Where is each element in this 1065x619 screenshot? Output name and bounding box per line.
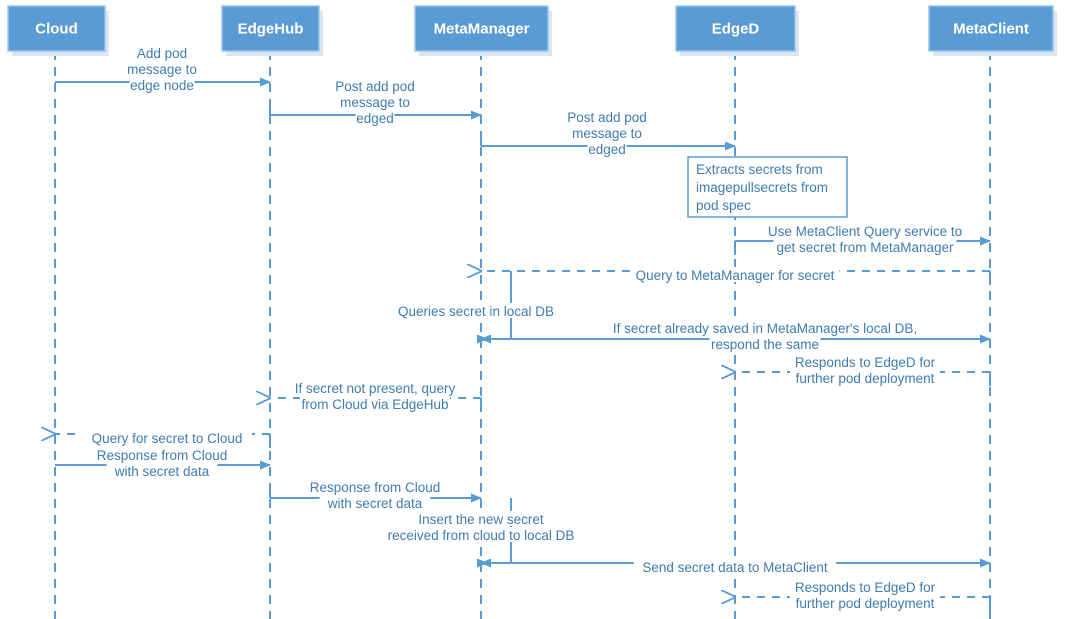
message-label-backdrop — [82, 430, 252, 445]
actor-metamanager[interactable]: MetaManager — [414, 5, 552, 56]
message-label-m5: Query to MetaManager for secret — [636, 268, 835, 283]
message-label-m7: respond the same — [711, 337, 819, 352]
message-label-m12: Response from Cloud — [310, 480, 441, 495]
message-label-m12: with secret data — [327, 496, 423, 511]
message-label-m1: Add pod — [137, 46, 187, 61]
actor-label-edgehub: EdgeHub — [238, 20, 304, 37]
note-box — [687, 156, 848, 218]
message-label-backdrop — [376, 527, 586, 542]
message-label-backdrop — [564, 109, 650, 124]
message-m14[interactable]: Send secret data to MetaClient — [480, 558, 991, 575]
message-label-m14: Send secret data to MetaClient — [642, 560, 828, 575]
message-label-backdrop — [571, 125, 643, 140]
message-m7[interactable]: If secret already saved in MetaManager's… — [480, 320, 991, 352]
message-label-m13: Insert the new secret — [418, 512, 544, 527]
message-label-backdrop — [299, 396, 451, 411]
message-label-backdrop — [129, 77, 195, 92]
message-label-backdrop — [126, 61, 198, 76]
message-label-backdrop — [633, 559, 837, 574]
actor-box-metaclient[interactable] — [928, 5, 1054, 52]
actor-label-metamanager: MetaManager — [434, 20, 530, 37]
message-label-backdrop — [387, 303, 565, 318]
message-label-m8: further pod deployment — [796, 371, 935, 386]
message-label-backdrop — [409, 511, 553, 526]
message-label-m2: Post add pod — [335, 79, 415, 94]
message-label-m9: If secret not present, query — [295, 381, 456, 396]
notes-layer: Extracts secrets from imagepullsecrets fr… — [687, 156, 848, 218]
actor-box-edgehub[interactable] — [221, 5, 320, 52]
message-label-m11: with secret data — [114, 464, 210, 479]
message-label-backdrop — [709, 336, 821, 351]
message-label-m3: Post add pod — [567, 110, 647, 125]
message-label-backdrop — [280, 380, 470, 395]
note-text-line: pod spec — [696, 198, 751, 213]
message-m5[interactable]: Query to MetaManager for secret — [481, 267, 991, 285]
actors-layer: Cloud EdgeHub MetaManager EdgeD MetaClient — [7, 5, 1057, 56]
message-m6[interactable]: Queries secret in local DB — [387, 271, 565, 344]
message-label-m15: further pod deployment — [796, 596, 935, 611]
message-label-m4: Use MetaClient Query service to — [768, 224, 962, 239]
message-label-backdrop — [793, 354, 937, 369]
actor-cloud[interactable]: Cloud — [7, 5, 109, 56]
actor-label-cloud: Cloud — [35, 20, 78, 37]
message-label-m3: edged — [588, 142, 626, 157]
actor-box-metamanager[interactable] — [414, 5, 549, 52]
message-label-backdrop — [789, 370, 941, 385]
message-label-backdrop — [789, 595, 941, 610]
message-label-backdrop — [319, 495, 431, 510]
message-label-m9: from Cloud via EdgeHub — [301, 397, 448, 412]
message-label-m1: message to — [127, 62, 197, 77]
message-label-backdrop — [793, 579, 937, 594]
actor-label-edged: EdgeD — [712, 20, 760, 37]
message-label-m15: Responds to EdgeD for — [795, 580, 936, 595]
message-label-backdrop — [96, 447, 228, 462]
message-label-m4: get secret from MetaManager — [776, 240, 954, 255]
message-label-backdrop — [339, 94, 411, 109]
message-label-m2: message to — [340, 95, 410, 110]
message-label-backdrop — [309, 479, 441, 494]
message-label-backdrop — [106, 463, 218, 478]
message-label-m10: Query for secret to Cloud — [92, 431, 243, 446]
message-label-m8: Responds to EdgeD for — [795, 355, 936, 370]
message-label-m6: Queries secret in local DB — [398, 304, 554, 319]
message-label-m1: edge node — [130, 78, 194, 93]
message-label-m11: Response from Cloud — [97, 448, 228, 463]
actor-box-cloud[interactable] — [7, 5, 106, 52]
message-label-m13: received from cloud to local DB — [388, 528, 575, 543]
message-label-backdrop — [355, 110, 395, 125]
note-text-line: Extracts secrets from — [696, 162, 823, 177]
note-note1: Extracts secrets from imagepullsecrets fr… — [687, 156, 848, 218]
message-m10[interactable]: Query for secret to Cloud — [55, 430, 271, 448]
message-label-backdrop — [773, 239, 957, 254]
actor-label-metaclient: MetaClient — [953, 20, 1029, 37]
message-label-m2: edged — [356, 111, 394, 126]
actor-box-edged[interactable] — [675, 5, 796, 52]
message-label-backdrop — [587, 141, 627, 156]
message-label-backdrop — [598, 320, 932, 335]
actor-metaclient[interactable]: MetaClient — [928, 5, 1057, 56]
actor-edgehub[interactable]: EdgeHub — [221, 5, 323, 56]
message-label-backdrop — [630, 267, 840, 282]
message-label-m3: message to — [572, 126, 642, 141]
note-text-line: imagepullsecrets from — [696, 180, 828, 195]
message-label-backdrop — [136, 45, 188, 60]
actor-edged[interactable]: EdgeD — [675, 5, 799, 56]
message-label-backdrop — [332, 78, 418, 93]
message-label-backdrop — [760, 223, 970, 238]
message-label-m7: If secret already saved in MetaManager's… — [613, 321, 917, 336]
